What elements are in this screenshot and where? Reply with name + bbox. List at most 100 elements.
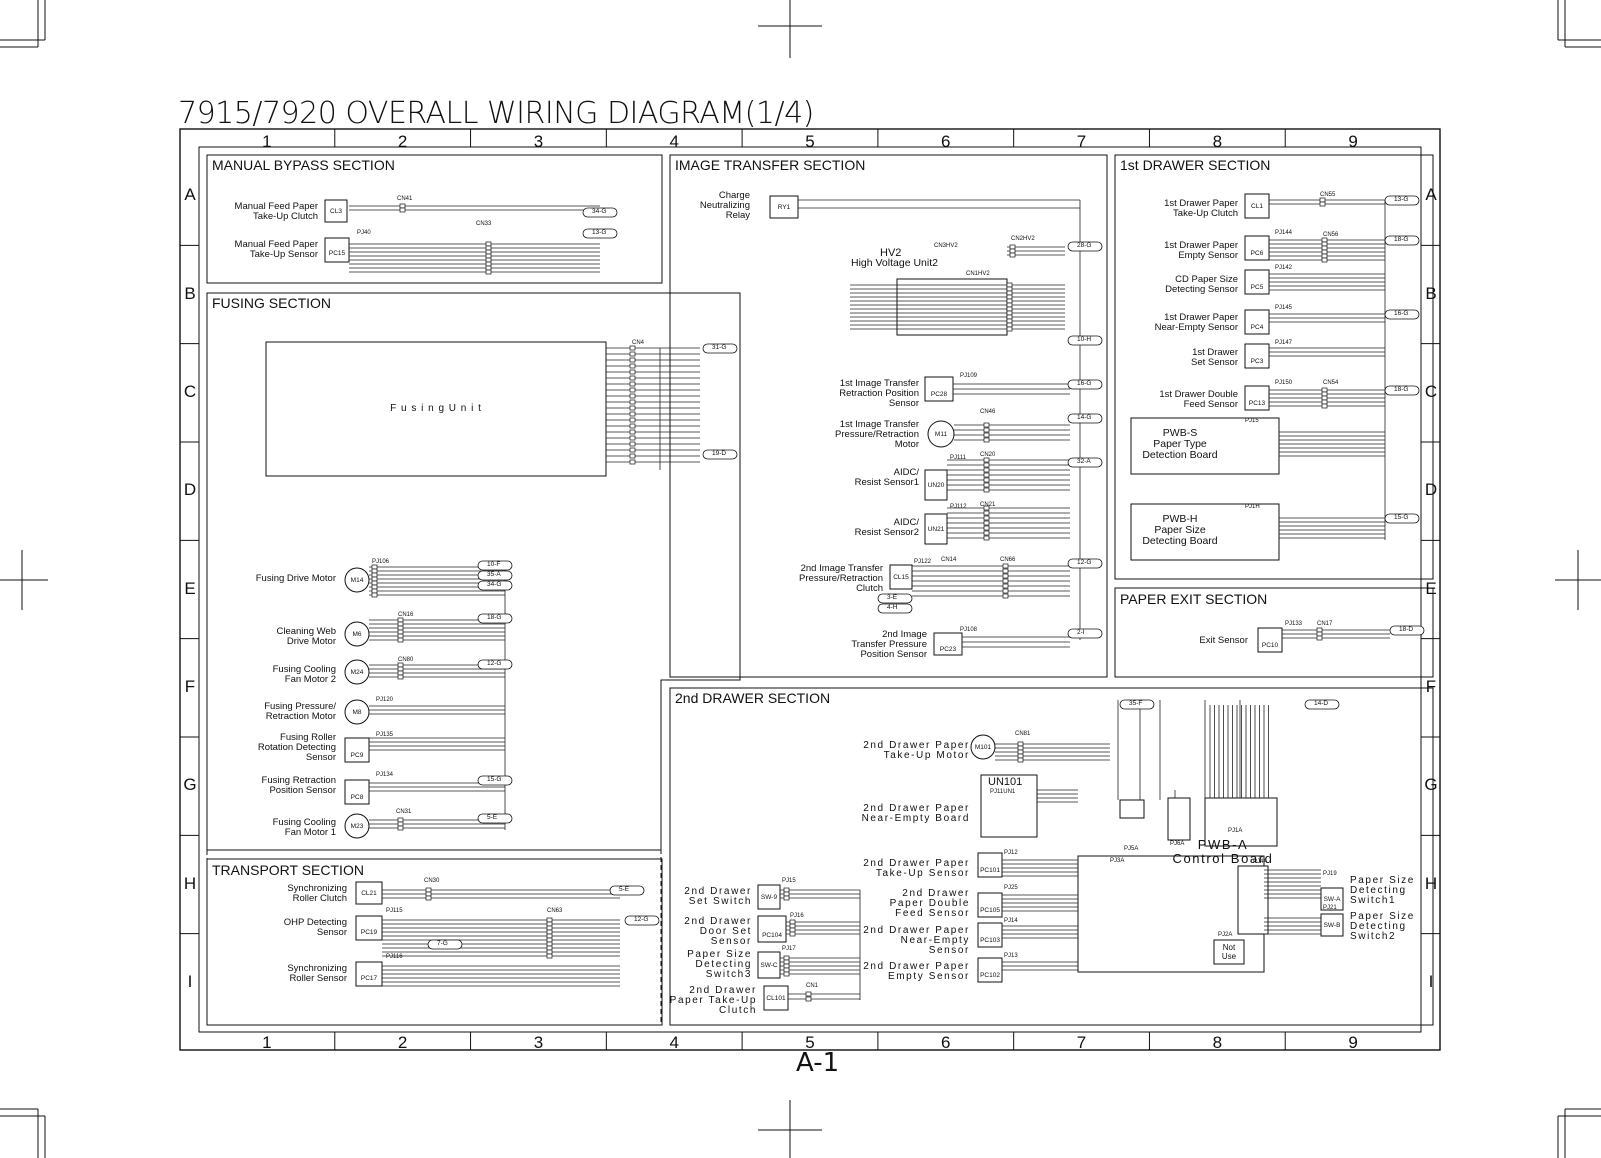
- grid-row-F-right: F: [1425, 676, 1437, 696]
- pc15-symbol: PC15: [328, 250, 346, 257]
- grid-row-G-right: G: [1424, 775, 1438, 795]
- d2-near-empty-board-label: 2nd Drawer Paper Near-Empty Board: [861, 803, 970, 824]
- cn1-tag: CN1: [806, 983, 819, 989]
- cn14-tag: CN14: [941, 557, 957, 563]
- pj13-tag: PJ13: [1004, 953, 1018, 959]
- manual-bypass-section-title: MANUAL BYPASS SECTION: [212, 157, 395, 173]
- grid-row-C-right: C: [1424, 381, 1438, 401]
- pj25-tag: PJ25: [1004, 885, 1018, 891]
- grid-row-G-left: G: [183, 775, 197, 795]
- it-motor-label: 1st Image Transfer Pressure/Retraction M…: [835, 419, 919, 450]
- pj134-tag: PJ134: [376, 772, 394, 778]
- cross-reference-r3: 28-G: [1077, 242, 1092, 249]
- cross-reference-r8: 12-G: [1077, 559, 1092, 566]
- pj106-tag: PJ106: [372, 559, 390, 565]
- hv2-name: HV2: [880, 247, 902, 259]
- pj12-tag: PJ12: [1004, 850, 1018, 856]
- hv2-desc: High Voltage Unit2: [851, 257, 938, 269]
- grid-row-E-right: E: [1425, 578, 1437, 598]
- pj133-tag: PJ133: [1285, 621, 1303, 627]
- pj5a-tag: PJ5A: [1124, 846, 1139, 852]
- aidc1-label: AIDC/ Resist Sensor1: [854, 467, 919, 488]
- un21-symbol: UN21: [927, 526, 945, 533]
- cross-reference-r25: 5-E: [487, 814, 498, 821]
- pc28-symbol: PC28: [930, 391, 948, 398]
- grid-column-3-top: 3: [533, 132, 544, 151]
- grid-column-7-bottom: 7: [1076, 1033, 1087, 1052]
- pc10-symbol: PC10: [1261, 642, 1279, 649]
- roller-rotation-label: Fusing Roller Rotation Detecting Sensor: [257, 732, 336, 763]
- cn2hv2-tag: CN2HV2: [1011, 236, 1035, 242]
- pc6-symbol: PC6: [1250, 250, 1264, 257]
- sw9-symbol: SW-9: [760, 894, 778, 901]
- pc102-symbol: PC102: [980, 972, 1000, 979]
- cross-reference-r13: 18-G: [1394, 236, 1409, 243]
- m11-symbol: M11: [934, 431, 948, 438]
- cross-reference-r2: 13-G: [592, 229, 607, 236]
- pj144-tag: PJ144: [1275, 230, 1293, 236]
- grid-row-D-right: D: [1424, 480, 1438, 500]
- pj2a-tag: PJ2A: [1218, 932, 1233, 938]
- grid-column-3-bottom: 3: [533, 1033, 544, 1052]
- pc19-symbol: PC19: [360, 929, 378, 936]
- cn80-tag: CN80: [398, 657, 414, 663]
- grid-column-4-bottom: 4: [669, 1033, 679, 1052]
- grid-row-A-right: A: [1425, 185, 1437, 205]
- cn33-tag: CN33: [476, 221, 492, 227]
- fusing-drive-label: Fusing Drive Motor: [255, 573, 336, 584]
- cross-reference-r9: 3-E: [887, 594, 898, 601]
- grid-column-9-bottom: 9: [1348, 1033, 1358, 1052]
- grid-column-5-top: 5: [805, 132, 815, 151]
- d1-clutch-label: 1st Drawer Paper Take-Up Clutch: [1164, 198, 1238, 219]
- swa-symbol: SW-A: [1323, 896, 1341, 903]
- cn46-tag: CN46: [980, 409, 996, 415]
- cross-reference-r5: 16-G: [1077, 380, 1092, 387]
- grid-column-8-bottom: 8: [1212, 1033, 1223, 1052]
- grid-row-E-left: E: [184, 578, 196, 598]
- d1-near-empty-label: 1st Drawer Paper Near-Empty Sensor: [1154, 312, 1238, 333]
- it2-clutch-label: 2nd Image Transfer Pressure/Retraction C…: [799, 563, 883, 594]
- size-switch3-label: Paper Size Detecting Switch3: [687, 949, 752, 980]
- cn41-tag: CN41: [397, 196, 413, 202]
- image-transfer-section-title: IMAGE TRANSFER SECTION: [675, 157, 866, 173]
- paper-exit-section-title: PAPER EXIT SECTION: [1120, 591, 1268, 607]
- grid-row-B-left: B: [184, 283, 196, 303]
- sync-clutch-label: Synchronizing Roller Clutch: [287, 883, 347, 904]
- cd-size-label: CD Paper Size Detecting Sensor: [1165, 274, 1238, 295]
- grid-row-I-right: I: [1428, 971, 1434, 991]
- size-switch2-label: Paper Size Detecting Switch2: [1350, 911, 1415, 942]
- pj17-tag: PJ17: [782, 946, 796, 952]
- grid-column-6-bottom: 6: [941, 1033, 951, 1052]
- m8-symbol: M8: [352, 709, 362, 716]
- d1-double-label: 1st Drawer Double Feed Sensor: [1159, 389, 1238, 410]
- cross-reference-r1: 34-G: [592, 208, 607, 215]
- pc13-symbol: PC13: [1248, 400, 1266, 407]
- d2-takeup-clutch-label: 2nd Drawer Paper Take-Up Clutch: [669, 985, 757, 1016]
- grid-row-I-left: I: [187, 971, 193, 991]
- grid-row-F-left: F: [184, 676, 196, 696]
- grid-row-H-left: H: [183, 873, 197, 893]
- grid-row-H-right: H: [1424, 873, 1438, 893]
- pj15-d2-tag: PJ15: [782, 878, 796, 884]
- cross-reference-r29: 5-E: [619, 886, 630, 893]
- grid-column-9-top: 9: [1348, 132, 1358, 151]
- pc101-symbol: PC101: [980, 867, 1000, 874]
- cn56-tag: CN56: [1323, 232, 1339, 238]
- pwb-a-board: PWB-A Control Board: [1172, 837, 1274, 866]
- pwb-s-board: PWB-S Paper Type Detection Board: [1142, 427, 1218, 461]
- cross-reference-r24: 15-G: [487, 776, 502, 783]
- fusing-retraction-label: Fusing Retraction Position Sensor: [261, 775, 336, 796]
- pj120-tag: PJ120: [376, 697, 394, 703]
- manual-clutch-label: Manual Feed Paper Take-Up Clutch: [234, 201, 318, 222]
- cn1hv2-tag: CN1HV2: [966, 271, 990, 277]
- charge-relay-label: Charge Neutralizing Relay: [699, 190, 750, 221]
- cross-reference-r18: 19-D: [712, 450, 727, 457]
- cross-reference-r31: 12-G: [634, 916, 649, 923]
- pj1h-tag: PJ1H: [1245, 504, 1260, 510]
- cl101-symbol: CL101: [766, 995, 786, 1002]
- cross-reference-r19: 10-F: [487, 561, 501, 568]
- cross-reference-r7: 32-A: [1077, 458, 1091, 465]
- pc5-symbol: PC5: [1250, 284, 1264, 291]
- cross-reference-r16: 15-G: [1394, 514, 1409, 521]
- cross-reference-r14: 16-G: [1394, 310, 1409, 317]
